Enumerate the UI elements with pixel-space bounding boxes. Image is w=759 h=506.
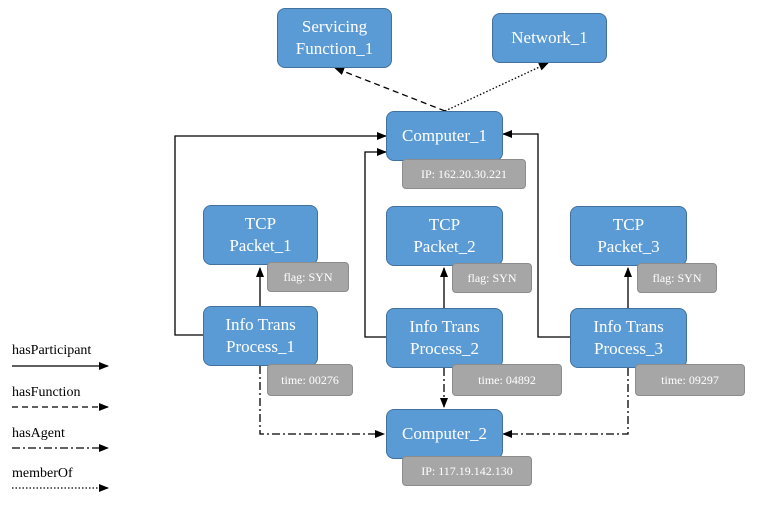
network-label: Network_1 bbox=[511, 28, 588, 47]
info-trans-process-3-node: Info Trans Process_3 bbox=[570, 308, 687, 368]
legend-hasparticipant-label: hasParticipant bbox=[12, 343, 92, 358]
legend-hasagent-label: hasAgent bbox=[12, 426, 65, 441]
servicing-function-node: Servicing Function_1 bbox=[277, 8, 392, 68]
computer2-ip-text: IP: 117.19.142.130 bbox=[421, 463, 513, 478]
tcp2-flag-text: flag: SYN bbox=[467, 270, 517, 285]
tcp1-flag-text: flag: SYN bbox=[283, 269, 333, 284]
info1-time-text: time: 00276 bbox=[281, 372, 339, 387]
tcp3-line1: TCP bbox=[612, 215, 645, 234]
computer1-label: Computer_1 bbox=[402, 126, 487, 145]
computer2-label: Computer_2 bbox=[402, 424, 487, 443]
info-trans-process-3-time-badge: time: 09297 bbox=[635, 364, 745, 396]
tcp1-line2: Packet_1 bbox=[229, 236, 292, 255]
info-trans-process-1-time-badge: time: 00276 bbox=[267, 364, 353, 396]
tcp-packet-3-node: TCP Packet_3 bbox=[570, 206, 687, 266]
edge-hasparticipant-info2-computer1 bbox=[364, 148, 387, 338]
info3-line1: Info Trans bbox=[593, 317, 664, 336]
edge-hasagent-info3-computer2 bbox=[502, 368, 629, 438]
info2-time-text: time: 04892 bbox=[478, 372, 536, 387]
tcp2-line2: Packet_2 bbox=[413, 237, 476, 256]
computer2-node: Computer_2 bbox=[386, 409, 503, 459]
info-trans-process-1-node: Info Trans Process_1 bbox=[203, 306, 318, 366]
edge-hasparticipant-info1-computer1 bbox=[174, 132, 387, 336]
tcp-packet-1-node: TCP Packet_1 bbox=[203, 205, 318, 265]
edge-memberof-computer1-network bbox=[444, 62, 549, 112]
tcp-packet-2-node: TCP Packet_2 bbox=[386, 206, 503, 266]
tcp1-line1: TCP bbox=[244, 214, 277, 233]
legend-hasfunction-label: hasFunction bbox=[12, 385, 81, 400]
tcp-packet-2-flag-badge: flag: SYN bbox=[452, 263, 532, 293]
edge-hasagent-info1-computer2 bbox=[259, 366, 385, 438]
tcp-packet-1-flag-badge: flag: SYN bbox=[267, 262, 349, 292]
tcp3-line2: Packet_3 bbox=[597, 237, 660, 256]
edge-hasfunction-computer1-servicing bbox=[334, 67, 446, 112]
info2-line2: Process_2 bbox=[410, 339, 479, 358]
info1-line1: Info Trans bbox=[225, 315, 296, 334]
legend-memberof-label: memberOf bbox=[12, 466, 73, 481]
info-trans-process-2-time-badge: time: 04892 bbox=[452, 364, 562, 396]
computer1-ip-badge: IP: 162.20.30.221 bbox=[402, 159, 526, 189]
tcp2-line1: TCP bbox=[428, 215, 461, 234]
servicing-function-line1: Servicing bbox=[301, 17, 368, 36]
info2-line1: Info Trans bbox=[409, 317, 480, 336]
info-trans-process-2-node: Info Trans Process_2 bbox=[386, 308, 503, 368]
servicing-function-line2: Function_1 bbox=[295, 39, 374, 58]
edge-hasparticipant-info3-computer1 bbox=[502, 130, 570, 338]
tcp-packet-3-flag-badge: flag: SYN bbox=[637, 263, 717, 293]
info3-line2: Process_3 bbox=[594, 339, 663, 358]
computer2-ip-badge: IP: 117.19.142.130 bbox=[402, 456, 532, 486]
network-node: Network_1 bbox=[492, 13, 607, 63]
tcp3-flag-text: flag: SYN bbox=[652, 270, 702, 285]
computer1-node: Computer_1 bbox=[386, 111, 503, 161]
info3-time-text: time: 09297 bbox=[661, 372, 719, 387]
info1-line2: Process_1 bbox=[226, 337, 295, 356]
computer1-ip-text: IP: 162.20.30.221 bbox=[420, 166, 507, 181]
